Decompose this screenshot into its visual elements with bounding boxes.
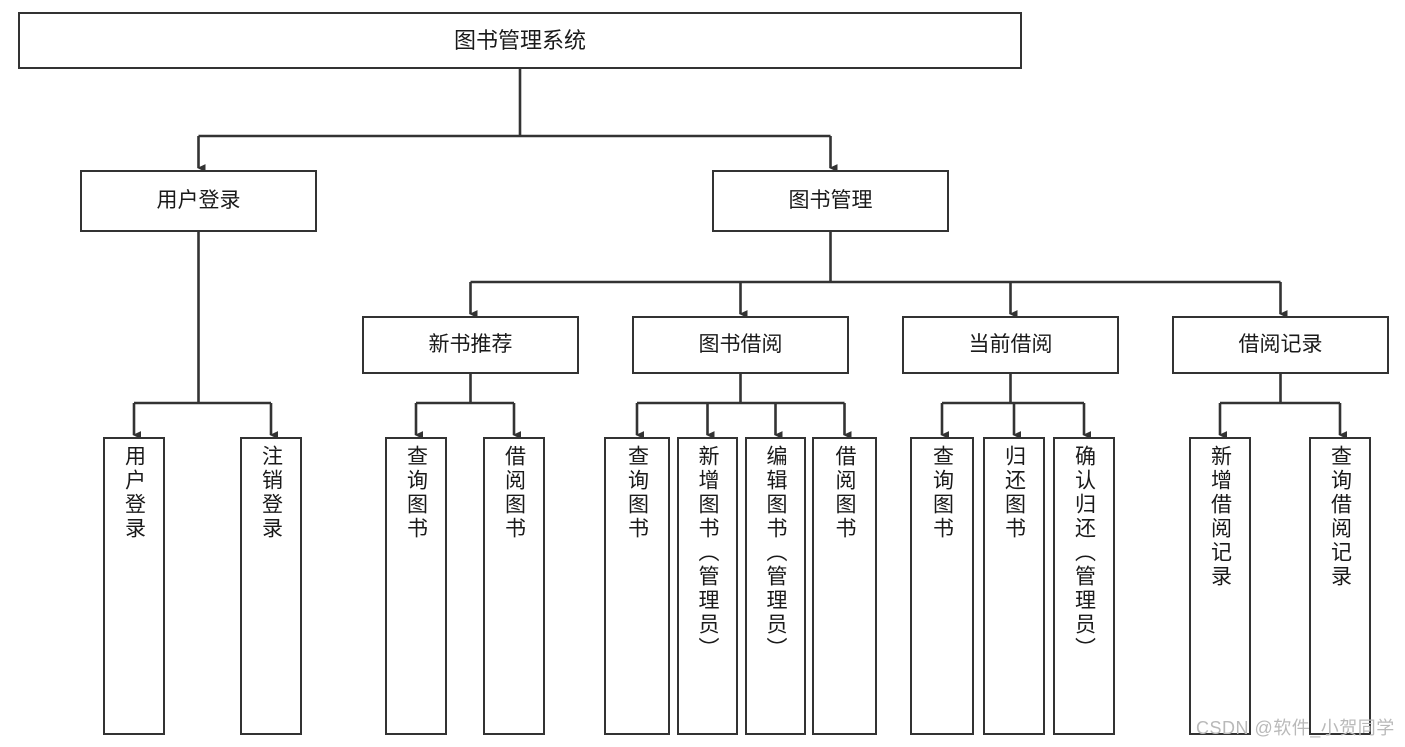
node-l1[interactable]: 用户登录 [103,437,165,735]
watermark-text: CSDN @软件_小贺同学 [1196,718,1395,738]
node-label: 借阅图书 [502,445,526,541]
node-borrow[interactable]: 图书借阅 [632,316,849,374]
node-label: 图书管理 [788,189,873,213]
node-label: 编辑图书（管理员） [764,445,787,661]
node-current[interactable]: 当前借阅 [902,316,1119,374]
node-label: 查询借阅记录 [1328,445,1352,589]
node-newbook[interactable]: 新书推荐 [362,316,579,374]
node-label: 图书管理系统 [453,27,586,53]
node-l9[interactable]: 查询图书 [910,437,974,735]
node-l4[interactable]: 借阅图书 [483,437,545,735]
node-label: 新增图书（管理员） [696,445,719,661]
node-label: 借阅图书 [833,445,856,541]
node-label: 用户登录 [122,445,146,541]
node-l12[interactable]: 新增借阅记录 [1189,437,1251,735]
node-l10[interactable]: 归还图书 [983,437,1045,735]
node-root[interactable]: 图书管理系统 [18,12,1022,69]
node-label: 新增借阅记录 [1208,445,1232,589]
node-label: 用户登录 [156,189,241,213]
node-l2[interactable]: 注销登录 [240,437,302,735]
node-label: 图书借阅 [698,333,783,357]
node-label: 查询图书 [930,445,954,541]
node-label: 归还图书 [1002,445,1026,541]
node-label: 当前借阅 [968,333,1053,357]
node-l8[interactable]: 借阅图书 [812,437,877,735]
node-label: 借阅记录 [1238,333,1323,357]
node-label: 查询图书 [404,445,428,541]
node-l13[interactable]: 查询借阅记录 [1309,437,1371,735]
node-bookmgmt[interactable]: 图书管理 [712,170,949,232]
node-label: 注销登录 [259,445,283,541]
node-l7[interactable]: 编辑图书（管理员） [745,437,806,735]
node-records[interactable]: 借阅记录 [1172,316,1389,374]
node-label: 查询图书 [625,445,649,541]
node-l3[interactable]: 查询图书 [385,437,447,735]
node-login[interactable]: 用户登录 [80,170,317,232]
node-label: 确认归还（管理员） [1072,445,1096,661]
node-l5[interactable]: 查询图书 [604,437,670,735]
node-l6[interactable]: 新增图书（管理员） [677,437,738,735]
node-label: 新书推荐 [428,333,513,357]
node-l11[interactable]: 确认归还（管理员） [1053,437,1115,735]
